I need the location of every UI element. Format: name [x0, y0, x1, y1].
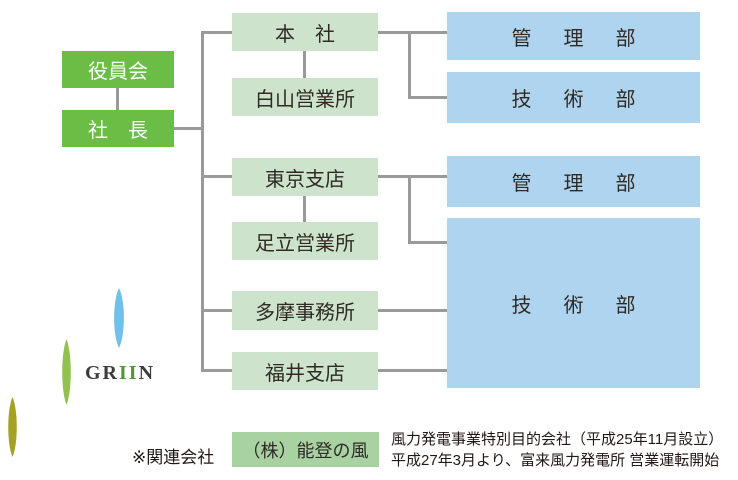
box-head-office: 本 社	[232, 13, 378, 51]
box-president: 社 長	[62, 110, 174, 147]
connector-tokyo-adachi	[303, 196, 306, 222]
box-tech-dept-1: 技 術 部	[447, 72, 700, 123]
connector-trunk-tama	[201, 309, 232, 312]
connector-head-hakusan	[303, 51, 306, 78]
box-hakusan-office: 白山営業所	[232, 78, 378, 116]
connector-president-trunk	[174, 127, 204, 130]
olive-leaf-icon	[8, 397, 17, 457]
connector-tama-tech2	[378, 309, 447, 312]
box-board: 役員会	[62, 51, 174, 88]
affiliate-description-line2: 平成27年3月より、富来風力発電所 営業運転開始	[391, 452, 720, 469]
connector-fukui-tech2	[378, 369, 447, 372]
box-tama-office: 多摩事務所	[232, 291, 378, 330]
green-leaf-icon	[62, 339, 71, 405]
connector-bracket1	[408, 31, 411, 98]
connector-bracket2-tech2	[408, 241, 447, 244]
connector-trunk-fukui	[201, 369, 232, 372]
box-admin-dept-1: 管 理 部	[447, 12, 700, 60]
connector-tokyo-admin2	[378, 175, 447, 178]
blue-leaf-icon	[114, 288, 124, 348]
logo-part-ii: II	[119, 362, 139, 384]
affiliate-note-label: ※関連会社	[132, 448, 215, 467]
affiliate-description: 風力発電事業特別目的会社（平成25年11月設立） 平成27年3月より、富来風力発…	[391, 429, 723, 471]
connector-trunk-tokyo	[201, 175, 232, 178]
connector-board-president	[116, 88, 119, 110]
box-adachi-office: 足立営業所	[232, 222, 378, 260]
box-tokyo-branch: 東京支店	[232, 158, 378, 196]
box-fukui-branch: 福井支店	[232, 352, 378, 390]
griin-logo-text: GRIIN	[85, 362, 155, 385]
connector-head-admin1	[378, 31, 447, 34]
box-admin-dept-2: 管 理 部	[447, 156, 700, 207]
logo-part-gr: GR	[85, 362, 119, 384]
box-affiliate-company: （株）能登の風	[232, 432, 379, 467]
connector-trunk	[201, 31, 204, 372]
logo-part-n: N	[138, 362, 156, 384]
connector-bracket1-tech1	[408, 96, 447, 99]
affiliate-description-line1: 風力発電事業特別目的会社（平成25年11月設立）	[391, 431, 724, 448]
connector-bracket2	[408, 175, 411, 243]
box-tech-dept-2: 技 術 部	[447, 218, 700, 388]
connector-trunk-head-office	[201, 31, 232, 34]
